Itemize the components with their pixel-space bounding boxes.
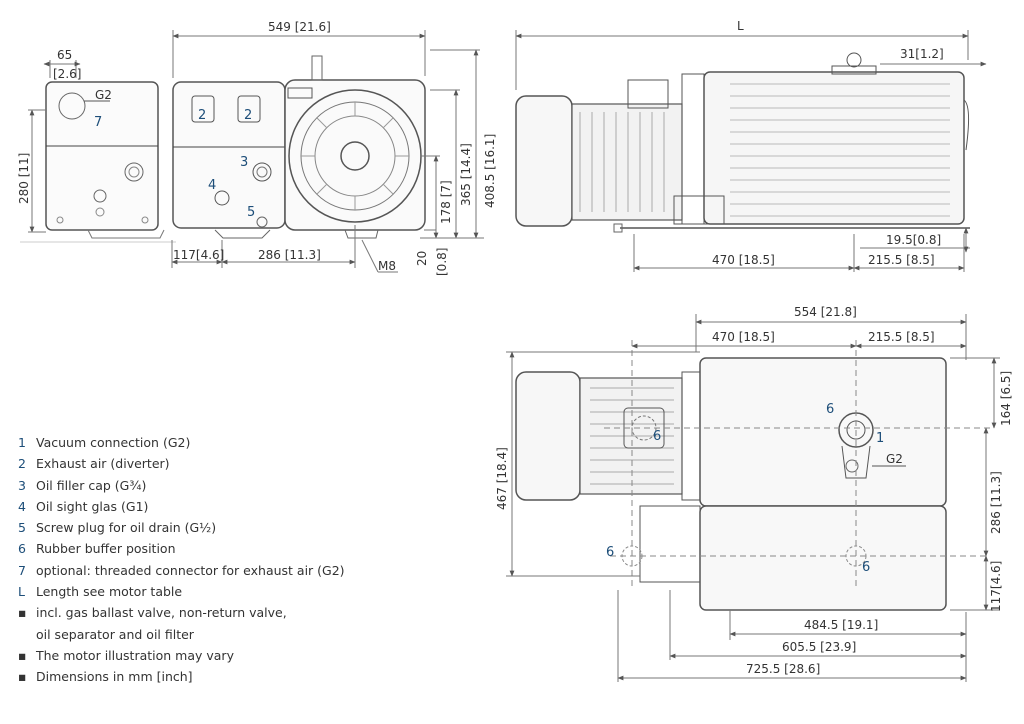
legend-key: 2 bbox=[18, 456, 26, 472]
dim-front-base-in: [0.8] bbox=[435, 248, 449, 276]
legend-bullet-item: oil separator and oil filter bbox=[18, 624, 345, 645]
legend-text: Dimensions in mm [inch] bbox=[35, 669, 193, 685]
dim-top-total: 554 [21.8] bbox=[794, 305, 857, 319]
front-view bbox=[171, 30, 484, 273]
bullet-icon: ▪ bbox=[18, 605, 27, 621]
dim-top-b3: 725.5 [28.6] bbox=[746, 662, 820, 676]
dim-top-t1: 470 [18.5] bbox=[712, 330, 775, 344]
callout-6-top: 6 bbox=[826, 402, 834, 417]
bullet-icon: ▪ bbox=[18, 647, 27, 663]
dim-top-r1: 164 [6.5] bbox=[999, 371, 1013, 426]
callout-g2-top: G2 bbox=[886, 452, 903, 466]
dim-right-length: L bbox=[737, 19, 744, 33]
dim-left-top: 65 bbox=[57, 48, 72, 62]
dim-right-top-offset: 31[1.2] bbox=[900, 47, 944, 61]
legend-key: L bbox=[18, 584, 25, 600]
legend-text: Exhaust air (diverter) bbox=[35, 456, 170, 472]
dim-front-b2: 286 [11.3] bbox=[258, 248, 321, 262]
callout-3: 3 bbox=[240, 155, 248, 170]
legend-text: The motor illustration may vary bbox=[35, 647, 234, 663]
dim-top-b2: 605.5 [23.9] bbox=[782, 640, 856, 654]
legend-text: Screw plug for oil drain (G½) bbox=[35, 520, 217, 536]
dim-top-r2: 286 [11.3] bbox=[989, 471, 1003, 534]
dim-front-thread: M8 bbox=[378, 259, 396, 273]
legend-key: 1 bbox=[18, 435, 26, 450]
legend-item: 3 Oil filler cap (G¾) bbox=[18, 475, 345, 496]
legend-item: L Length see motor table bbox=[18, 581, 345, 602]
dim-right-b1: 470 [18.5] bbox=[712, 253, 775, 267]
dim-right-b2: 215.5 [8.5] bbox=[868, 253, 935, 267]
legend-text: Vacuum connection (G2) bbox=[35, 435, 191, 450]
callout-6-left: 6 bbox=[606, 545, 614, 560]
legend-item: 7 optional: threaded connector for exhau… bbox=[18, 560, 345, 581]
dim-top-height: 467 [18.4] bbox=[495, 447, 509, 510]
callout-1: 1 bbox=[876, 431, 884, 446]
callout-6-motor: 6 bbox=[653, 429, 661, 444]
callout-6-bottom: 6 bbox=[862, 560, 870, 575]
legend-key: 7 bbox=[18, 562, 26, 578]
legend-key: 4 bbox=[18, 498, 26, 514]
legend-text: Oil filler cap (G¾) bbox=[35, 477, 147, 493]
legend-text: Rubber buffer position bbox=[35, 541, 176, 557]
dim-top-b1: 484.5 [19.1] bbox=[804, 618, 878, 632]
dim-front-h2: 365 [14.4] bbox=[459, 143, 473, 206]
top-view bbox=[506, 314, 1000, 682]
legend-text: optional: threaded connector for exhaust… bbox=[35, 562, 345, 578]
dim-front-b1: 117[4.6] bbox=[173, 248, 224, 262]
callout-5: 5 bbox=[247, 205, 255, 220]
legend-text: Oil sight glas (G1) bbox=[35, 498, 149, 514]
side-view-left bbox=[20, 60, 176, 243]
dim-left-top-in: [2.6] bbox=[53, 67, 81, 81]
legend-text: Length see motor table bbox=[35, 584, 183, 600]
callout-2a: 2 bbox=[198, 108, 206, 123]
legend-item: 6 Rubber buffer position bbox=[18, 538, 345, 559]
legend-key: 5 bbox=[18, 520, 26, 536]
legend-item: 4 Oil sight glas (G1) bbox=[18, 496, 345, 517]
callout-7: 7 bbox=[94, 115, 102, 130]
legend-item: 5 Screw plug for oil drain (G½) bbox=[18, 517, 345, 538]
legend-key: 3 bbox=[18, 477, 26, 493]
dim-top-t2: 215.5 [8.5] bbox=[868, 330, 935, 344]
dim-right-foot: 19.5[0.8] bbox=[886, 233, 941, 247]
legend-text: oil separator and oil filter bbox=[35, 626, 194, 642]
callout-2b: 2 bbox=[244, 108, 252, 123]
dim-left-height: 280 [11] bbox=[17, 153, 31, 204]
callout-4: 4 bbox=[208, 178, 216, 193]
legend-item: 2 Exhaust air (diverter) bbox=[18, 453, 345, 474]
legend-key: 6 bbox=[18, 541, 26, 557]
side-view-right bbox=[515, 30, 987, 272]
bullet-icon: ▪ bbox=[18, 669, 27, 685]
legend-bullet-item: ▪ Dimensions in mm [inch] bbox=[18, 666, 345, 687]
legend-bullet-item: ▪ incl. gas ballast valve, non-return va… bbox=[18, 602, 345, 623]
legend-text: incl. gas ballast valve, non-return valv… bbox=[35, 605, 287, 621]
dim-top-r3: 117[4.6] bbox=[989, 561, 1003, 612]
legend: 1 Vacuum connection (G2) 2 Exhaust air (… bbox=[18, 432, 345, 688]
legend-bullet-item: ▪ The motor illustration may vary bbox=[18, 645, 345, 666]
dim-front-base: 20 bbox=[415, 251, 429, 266]
dim-front-h1: 408.5 [16.1] bbox=[483, 134, 497, 208]
callout-g2-left: G2 bbox=[95, 88, 112, 102]
legend-item: 1 Vacuum connection (G2) bbox=[18, 432, 345, 453]
dim-front-h3: 178 [7] bbox=[439, 180, 453, 224]
dim-front-width: 549 [21.6] bbox=[268, 20, 331, 34]
